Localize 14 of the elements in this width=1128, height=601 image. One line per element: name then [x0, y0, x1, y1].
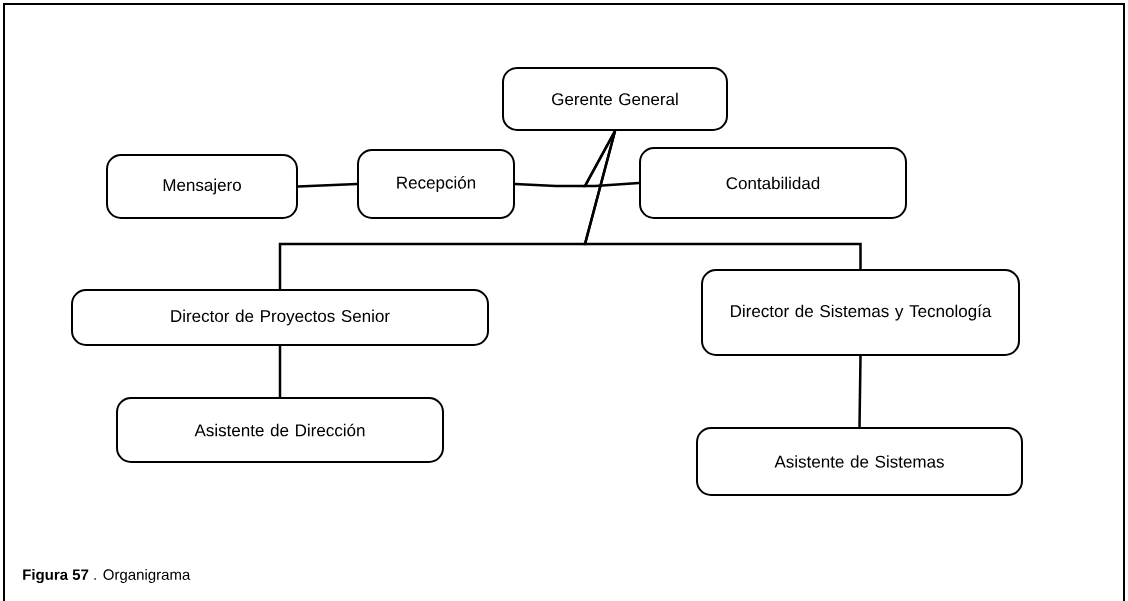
org-box: Asistente de Dirección	[116, 397, 444, 463]
org-box: Asistente de Sistemas	[696, 427, 1023, 496]
org-box: Recepción	[357, 149, 515, 219]
org-box: Gerente General	[502, 67, 728, 131]
connector-line	[297, 182, 358, 188]
connector-line	[278, 346, 282, 397]
connector-line	[858, 355, 862, 427]
org-box: Mensajero	[106, 154, 298, 219]
caption: Figura 57 . Organigrama	[23, 568, 191, 583]
org-box: Director de Proyectos Senior	[71, 289, 489, 346]
org-box: Contabilidad	[639, 147, 907, 219]
connector-line	[582, 130, 640, 188]
connector-line	[583, 130, 862, 269]
org-box: Director de Sistemas y Tecnología	[701, 269, 1020, 356]
